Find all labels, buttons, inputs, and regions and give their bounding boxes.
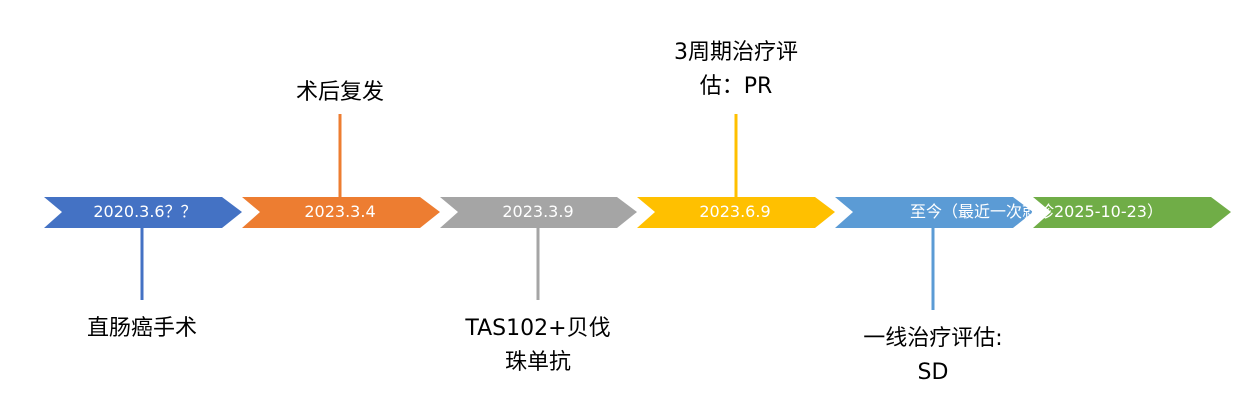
event-caption-1: 直肠癌手术: [86, 316, 197, 341]
timeline-segment-3: [440, 197, 637, 228]
segment-label-4: 2023.6.9: [699, 202, 771, 221]
timeline-segment-1: [44, 197, 242, 228]
timeline-segment-5: [835, 197, 1033, 228]
event-caption-3: TAS102+贝伐 珠单抗: [465, 316, 611, 375]
timeline-segment-2: [242, 197, 440, 228]
event-caption-5: 一线治疗评估: SD: [863, 326, 1003, 385]
segment-label-5: 至今（最近一次就诊2025-10-23）: [910, 202, 1163, 221]
segment-label-6: [1051, 196, 1211, 228]
segment-label-1: 2020.3.6？？: [93, 202, 197, 221]
event-caption-4: 3周期治疗评 估：PR: [674, 40, 798, 99]
segment-label-3: 2023.3.9: [502, 202, 574, 221]
timeline-segment-4: [637, 197, 835, 228]
segment-label-2: 2023.3.4: [304, 202, 376, 221]
event-caption-2: 术后复发: [295, 80, 384, 105]
timeline-segment-6: [1033, 197, 1231, 228]
